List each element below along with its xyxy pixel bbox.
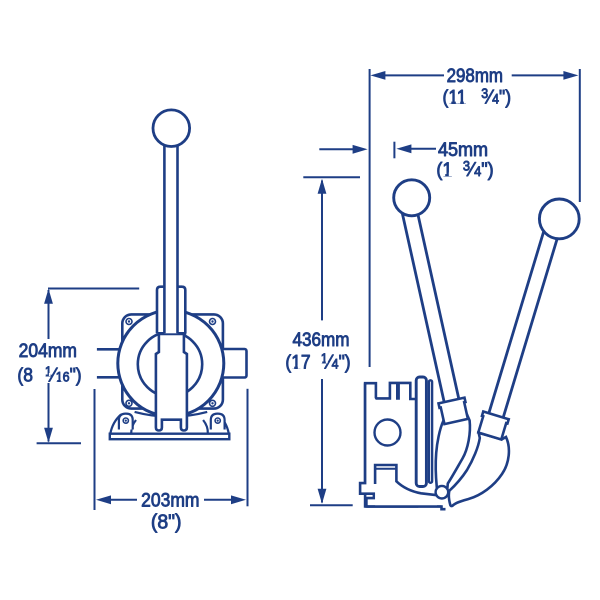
svg-text:203mm: 203mm	[141, 489, 199, 511]
svg-text:(171∕4"): (171∕4")	[285, 351, 350, 374]
svg-text:45mm: 45mm	[438, 138, 488, 160]
svg-text:436mm: 436mm	[293, 329, 350, 350]
svg-text:204mm: 204mm	[19, 339, 77, 361]
svg-text:(113∕4"): (113∕4")	[443, 85, 512, 108]
svg-text:(13∕4"): (13∕4")	[436, 158, 493, 181]
svg-text:298mm: 298mm	[447, 65, 503, 86]
svg-text:(8"): (8")	[151, 511, 182, 534]
